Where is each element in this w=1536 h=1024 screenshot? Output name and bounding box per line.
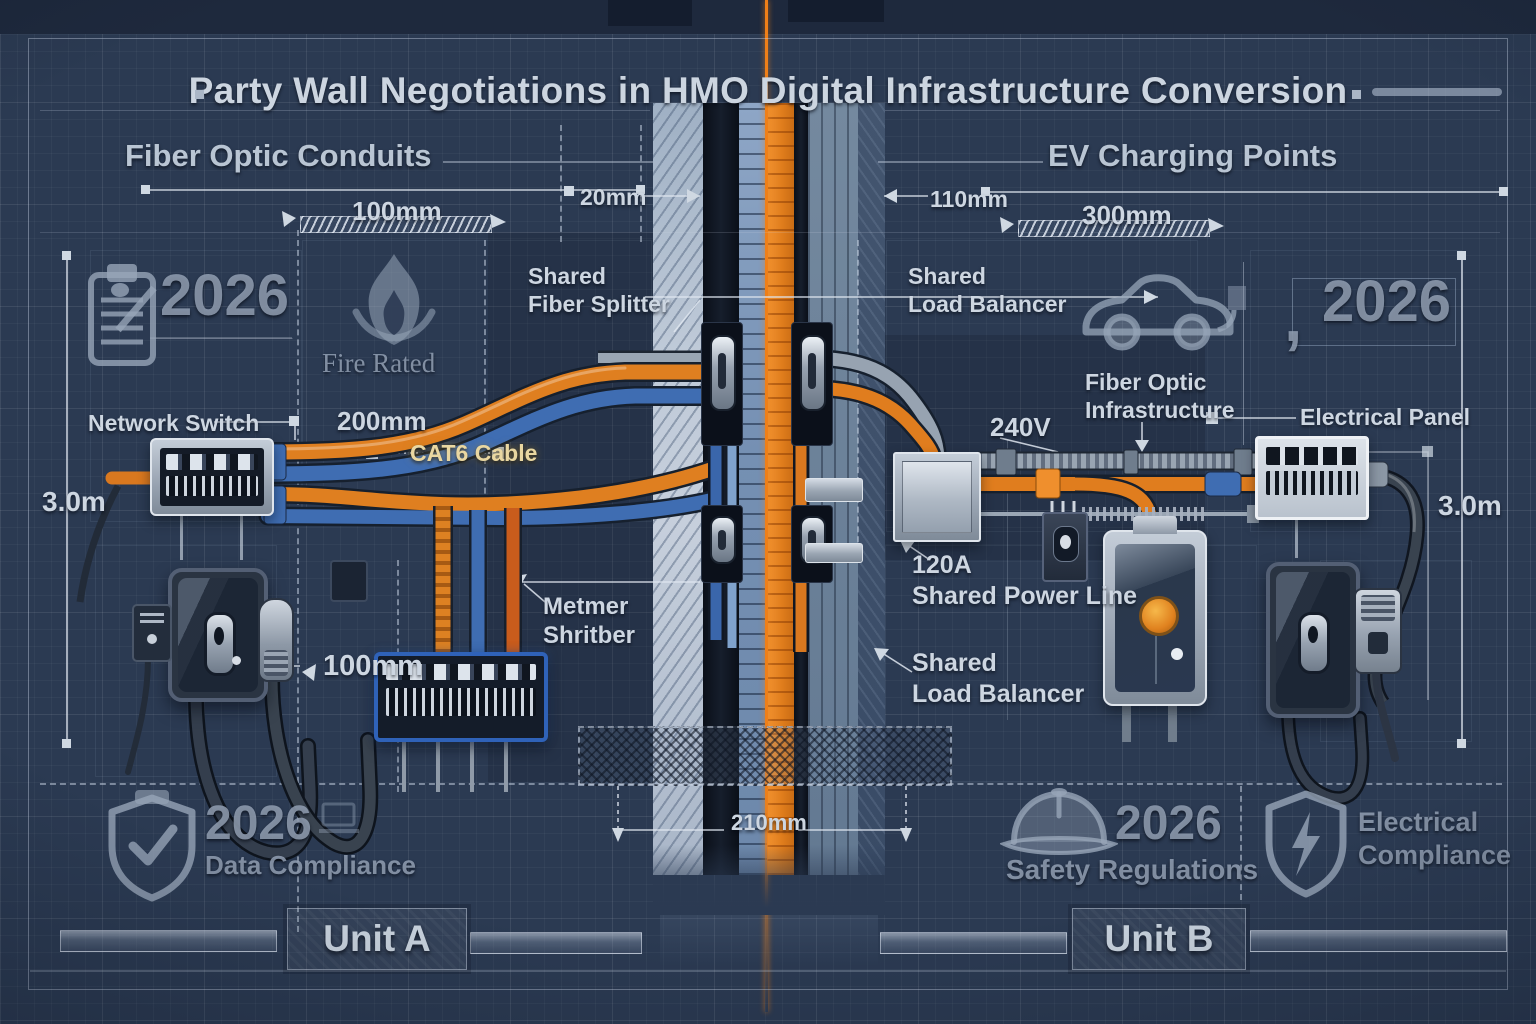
ev-charger-led	[1171, 648, 1183, 660]
label-network-switch: Network Switch	[88, 410, 260, 436]
label-load-balancer-bottom: Shared Load Balancer	[912, 649, 1085, 708]
ghost-year-right-comma: ,	[1284, 281, 1303, 355]
dim-wall-gap: 20mm	[580, 184, 647, 210]
badge-safety-label: Safety Regulations	[1006, 854, 1259, 885]
dim-voltage: 240V	[990, 412, 1051, 442]
wall-base-bar	[470, 932, 642, 954]
wall-clamp-band	[805, 478, 863, 502]
fire-rated-text: Fire Rated	[322, 348, 436, 378]
wall-charger-socket	[204, 612, 236, 676]
wall-charger-left	[168, 568, 268, 702]
ev-charger-leg	[1168, 702, 1177, 742]
splitter-slots-row	[386, 688, 536, 716]
badge-safety-year: 2026	[1115, 797, 1222, 850]
construction-line	[150, 338, 293, 339]
page-title: Party Wall Negotiations in HMO Digital I…	[188, 70, 1348, 111]
label-fiber-infrastructure: Fiber Optic Infrastructure	[1085, 369, 1235, 424]
dim-left-span: 100mm	[352, 196, 442, 226]
top-block	[608, 0, 692, 26]
label-cat6-cable: CAT6 Cable	[410, 440, 538, 466]
badge-data-compliance-label: Data Compliance	[205, 850, 416, 880]
clipboard-icon	[88, 264, 157, 366]
title-tick-left	[195, 90, 204, 99]
label-meter-splitter: Metmer Shritber	[543, 593, 636, 650]
panel-leg	[1295, 514, 1298, 558]
panel-slots-row	[1266, 471, 1358, 495]
switch-ports-row	[166, 454, 258, 470]
heading-rule-right	[878, 161, 1043, 163]
badge-data-compliance-year: 2026	[205, 797, 312, 850]
wall-charger-right	[1266, 562, 1360, 718]
junction-box-plate	[902, 461, 972, 533]
dim-splitter-offset: 100mm	[323, 650, 423, 682]
wall-fade	[653, 845, 885, 915]
label-load-balancer-top: Shared Load Balancer	[908, 263, 1067, 318]
title-rule-right	[1372, 88, 1502, 96]
dim-right-offset: 110mm	[930, 186, 1009, 212]
unit-a-label: Unit A	[287, 908, 467, 970]
ev-charger-leg	[1122, 702, 1131, 742]
unit-b-label: Unit B	[1072, 908, 1246, 970]
baseline	[30, 970, 1506, 972]
construction-line	[40, 232, 1500, 233]
plug-connector	[258, 598, 294, 682]
dim-wall-thickness: 210mm	[731, 810, 807, 835]
wall-base-bar	[60, 930, 277, 952]
wall-bracket	[701, 322, 743, 446]
construction-line	[857, 240, 859, 562]
wall-charger-led	[232, 656, 241, 665]
unit-a-text: Unit A	[323, 918, 431, 959]
dim-left-height: 3.0m	[42, 486, 106, 517]
crosshatch-zone	[578, 726, 952, 786]
dim-right-height: 3.0m	[1438, 490, 1502, 521]
switch-leg	[180, 512, 183, 560]
construction-line	[560, 125, 562, 242]
wall-clamp-band	[805, 543, 863, 563]
small-connector-box	[132, 604, 172, 662]
shield-check-icon	[108, 790, 196, 902]
rj-connector	[1354, 588, 1402, 674]
bracket-clamp	[800, 335, 826, 411]
wall-base-bar	[1250, 930, 1507, 952]
section-heading-right: EV Charging Points	[1048, 138, 1338, 173]
ev-charger-cap	[1133, 516, 1177, 534]
cable-clamp	[330, 560, 368, 602]
label-fiber-splitter: Shared Fiber Splitter	[528, 263, 670, 318]
switch-leg	[240, 512, 243, 560]
title-tick-right	[1352, 90, 1361, 99]
laptop-icon	[319, 802, 359, 833]
switch-faceplate	[160, 448, 264, 506]
ev-charger-button	[1139, 596, 1179, 636]
ghost-year-right: 2026	[1322, 269, 1452, 334]
construction-line	[40, 783, 1502, 785]
shield-bolt-icon	[1265, 790, 1347, 898]
top-band	[0, 0, 1536, 34]
badge-electrical-compliance: Electrical Compliance	[1358, 807, 1512, 870]
bracket-clamp	[710, 335, 736, 411]
electrical-panel-device	[1255, 436, 1369, 520]
section-heading-left: Fiber Optic Conduits	[125, 138, 432, 173]
panel-breakers-row	[1266, 447, 1358, 465]
wall-bracket	[791, 322, 833, 446]
flame-icon	[352, 254, 436, 345]
switch-slots-row	[166, 476, 258, 496]
network-switch-device	[150, 438, 274, 516]
ev-charger-slot	[1155, 636, 1157, 684]
label-electrical-panel: Electrical Panel	[1300, 404, 1471, 430]
ghost-year-left: 2026	[160, 263, 290, 328]
power-coupler-blue	[1204, 471, 1242, 497]
wall-base-bar	[880, 932, 1067, 954]
wall-charger-socket	[1298, 612, 1330, 674]
car-icon	[1082, 274, 1246, 351]
dim-switch-offset: 200mm	[337, 406, 427, 436]
unit-b-text: Unit B	[1104, 918, 1214, 959]
dim-right-span: 300mm	[1082, 200, 1172, 230]
top-block	[788, 0, 884, 22]
wall-bracket-small	[701, 505, 743, 583]
junction-box	[893, 452, 981, 542]
bracket-clamp	[710, 516, 736, 564]
dim-power-line: 120A Shared Power Line	[912, 551, 1138, 610]
heading-rule-left	[443, 161, 653, 163]
